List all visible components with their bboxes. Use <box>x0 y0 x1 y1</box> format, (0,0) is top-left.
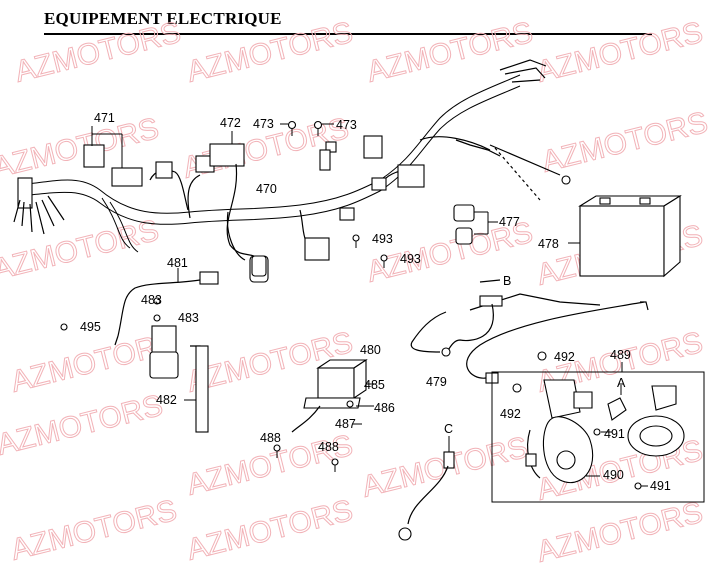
coil-body <box>209 143 245 167</box>
bolt <box>287 120 297 130</box>
label-487: 487 <box>335 417 356 431</box>
regulator-body <box>317 367 355 399</box>
watermark: AZMOTORS <box>534 16 706 89</box>
title-underline <box>44 33 652 35</box>
lower-left-group <box>114 268 219 433</box>
bolt <box>273 444 281 452</box>
watermark: AZMOTORS <box>534 496 706 567</box>
label-471: 471 <box>94 111 115 125</box>
label-483: 483 <box>141 293 162 307</box>
watermark: AZMOTORS <box>8 494 180 567</box>
washer <box>153 297 161 305</box>
harness-connector <box>319 149 331 171</box>
ring-terminal <box>561 175 571 185</box>
page-title: EQUIPEMENT ELECTRIQUE <box>44 9 282 28</box>
screw <box>352 234 360 242</box>
bolt-473 <box>280 120 334 136</box>
callout-labels: 471 472 473 473 470 477 478 493 493 481 … <box>80 111 671 493</box>
relay-box <box>83 144 105 168</box>
harness-connector <box>371 177 387 191</box>
screw <box>512 383 522 393</box>
label-493: 493 <box>400 252 421 266</box>
watermark: AZMOTORS <box>539 106 709 179</box>
watermark: AZMOTORS <box>0 389 166 462</box>
terminal <box>441 347 451 357</box>
harness-connector <box>397 164 425 188</box>
label-473: 473 <box>253 117 274 131</box>
label-480: 480 <box>360 343 381 357</box>
screw-493 <box>352 234 388 268</box>
label-489: 489 <box>610 348 631 362</box>
label-493: 493 <box>372 232 393 246</box>
label-472: 472 <box>220 116 241 130</box>
label-495: 495 <box>80 320 101 334</box>
bolt-488 <box>273 444 339 472</box>
regulator-485 <box>291 358 376 433</box>
starter-relay-477 <box>453 204 498 245</box>
harness-connector <box>363 135 383 159</box>
label-491: 491 <box>604 427 625 441</box>
harness-connector <box>304 237 330 261</box>
label-478: 478 <box>538 237 559 251</box>
label-479: 479 <box>426 375 447 389</box>
flasher-relay <box>149 351 179 379</box>
label-490: 490 <box>603 468 624 482</box>
screw <box>537 351 547 361</box>
washer <box>153 314 161 322</box>
label-492: 492 <box>554 350 575 364</box>
harness-connector <box>339 207 355 221</box>
switch-body <box>543 379 581 419</box>
spark-plug-cap <box>251 255 267 277</box>
screw <box>60 323 68 331</box>
wire-lead <box>195 345 209 433</box>
label-492: 492 <box>500 407 521 421</box>
screw <box>346 400 354 408</box>
terminal <box>398 527 412 541</box>
watermark: AZMOTORS <box>0 214 162 287</box>
harness-connector <box>325 141 337 153</box>
watermark: AZMOTORS <box>184 494 356 567</box>
watermark: AZMOTORS <box>184 16 356 89</box>
battery-478 <box>568 195 682 278</box>
watermark-layer: AZMOTORS AZMOTORS AZMOTORS AZMOTORS AZMO… <box>0 15 709 567</box>
key-lock <box>651 385 677 411</box>
connector <box>199 271 219 285</box>
watermark: AZMOTORS <box>364 16 536 89</box>
bolt <box>331 458 339 466</box>
lead-c <box>398 436 455 541</box>
label-488: 488 <box>318 440 339 454</box>
mount-plate <box>542 416 594 484</box>
label-488: 488 <box>260 431 281 445</box>
label-491: 491 <box>650 479 671 493</box>
label-470: 470 <box>256 182 277 196</box>
ref-a: A <box>617 376 626 390</box>
connector <box>443 451 455 469</box>
label-482: 482 <box>156 393 177 407</box>
ignition-switch-box-489 <box>491 351 705 503</box>
relay-471 <box>83 126 173 187</box>
watermark: AZMOTORS <box>12 16 184 89</box>
harness-connector <box>17 177 33 209</box>
relay-body <box>453 204 475 222</box>
screw <box>380 254 388 262</box>
label-486: 486 <box>374 401 395 415</box>
fuse-holder <box>479 295 503 307</box>
relay-body <box>455 227 473 245</box>
label-477: 477 <box>499 215 520 229</box>
bolt <box>313 120 323 130</box>
screw-495 <box>60 323 68 331</box>
label-485: 485 <box>364 378 385 392</box>
label-481: 481 <box>167 256 188 270</box>
ref-b: B <box>503 274 511 288</box>
ignition-coil-472 <box>209 131 267 277</box>
battery-body <box>579 205 665 277</box>
label-483: 483 <box>178 311 199 325</box>
relay-box <box>111 167 143 187</box>
label-473: 473 <box>336 118 357 132</box>
bracket <box>151 325 177 357</box>
ref-c: C <box>444 422 453 436</box>
relay-box <box>155 161 173 179</box>
